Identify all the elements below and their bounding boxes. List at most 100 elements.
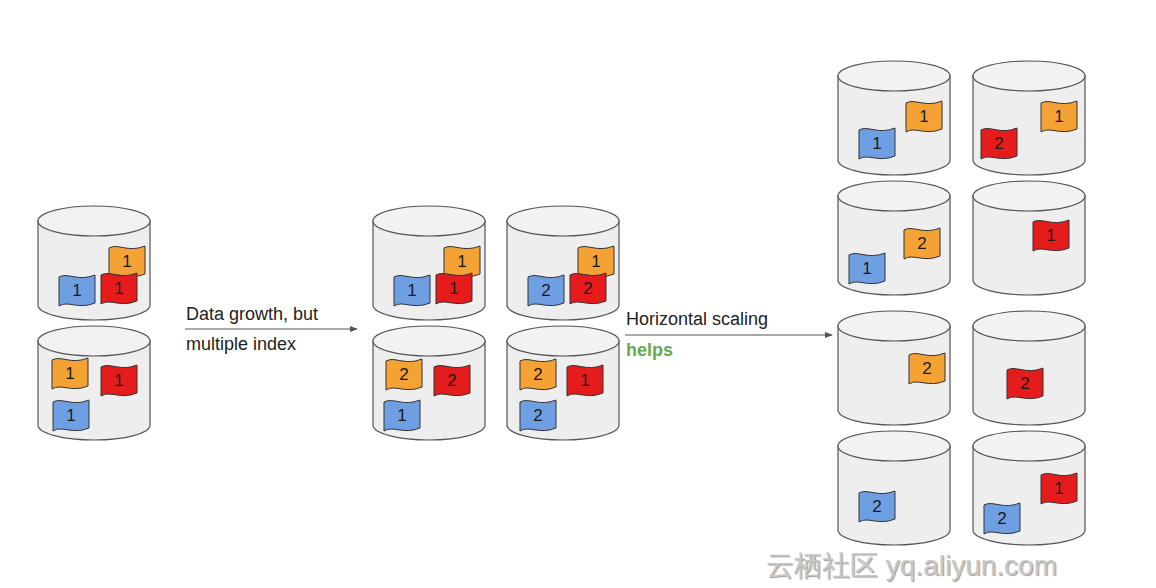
index-number: 2: [583, 280, 592, 297]
flag-outline: [101, 273, 137, 304]
flag-outline: [1033, 220, 1069, 251]
cylinder-top: [838, 311, 950, 341]
index-number: 1: [591, 253, 600, 270]
index-flag: 1: [577, 243, 615, 279]
index-flag: 1: [58, 272, 96, 308]
index-flag: 1: [51, 355, 89, 391]
index-flag: 1: [858, 125, 896, 161]
arrow-label: multiple index: [186, 334, 296, 356]
flag-outline: [1041, 473, 1077, 504]
database-cylinder: 111: [372, 205, 486, 321]
index-number: 1: [919, 108, 928, 125]
cylinder-top: [838, 181, 950, 211]
cylinder-top: [507, 206, 619, 236]
flag-outline: [859, 491, 895, 522]
flag-outline: [59, 275, 95, 306]
arrow-label: Horizontal scaling: [626, 309, 768, 331]
flag-outline: [101, 365, 137, 396]
index-flag: 1: [435, 270, 473, 306]
cylinder-top: [838, 431, 950, 461]
index-number: 1: [1054, 480, 1063, 497]
flag-outline: [849, 253, 885, 284]
index-number: 1: [122, 253, 131, 270]
flag-outline: [1007, 368, 1043, 399]
flag-outline: [53, 400, 89, 431]
flag-outline: [444, 246, 480, 277]
index-number: 2: [541, 282, 550, 299]
flag-outline: [520, 400, 556, 431]
index-flag: 2: [983, 500, 1021, 536]
flag-outline: [984, 503, 1020, 534]
index-flag: 2: [908, 350, 946, 386]
arrow-label: Data growth, but: [186, 304, 318, 326]
index-flag: 1: [905, 98, 943, 134]
index-number: 2: [399, 366, 408, 383]
index-number: 1: [397, 407, 406, 424]
index-number: 2: [917, 235, 926, 252]
index-number: 2: [997, 510, 1006, 527]
database-cylinder: 2: [837, 430, 951, 546]
database-cylinder: 11: [837, 60, 951, 176]
index-number: 2: [922, 360, 931, 377]
flag-outline: [859, 128, 895, 159]
cylinder-shape: [972, 310, 1086, 426]
index-number: 1: [872, 135, 881, 152]
index-number: 1: [114, 280, 123, 297]
arrow-label: helps: [626, 340, 673, 362]
cylinder-top: [973, 61, 1085, 91]
index-number: 1: [449, 280, 458, 297]
growth-arrow: [185, 328, 357, 329]
index-number: 1: [1054, 108, 1063, 125]
database-cylinder: 12: [972, 430, 1086, 546]
index-number: 2: [872, 498, 881, 515]
flag-outline: [52, 358, 88, 389]
index-flag: 1: [1032, 217, 1070, 253]
database-cylinder: 1 1 1: [37, 205, 151, 321]
index-number: 1: [580, 372, 589, 389]
index-number: 2: [447, 372, 456, 389]
index-number: 2: [533, 407, 542, 424]
flag-outline: [981, 128, 1017, 159]
cylinder-top: [373, 206, 485, 236]
index-flag: 1: [108, 243, 146, 279]
flag-outline: [384, 400, 420, 431]
index-flag: 2: [519, 356, 557, 392]
index-number: 1: [114, 372, 123, 389]
index-flag: 1: [100, 270, 138, 306]
scaling-arrow: [625, 334, 832, 335]
database-cylinder: 2: [837, 310, 951, 426]
flag-outline: [909, 353, 945, 384]
database-cylinder: 1: [972, 180, 1086, 296]
flag-outline: [904, 228, 940, 259]
watermark: 云栖社区 yq.aliyun.com: [766, 549, 1057, 583]
index-flag: 2: [433, 362, 471, 398]
index-flag: 1: [566, 362, 604, 398]
cylinder-top: [38, 206, 150, 236]
flag-outline: [528, 275, 564, 306]
cylinder-top: [973, 431, 1085, 461]
index-number: 2: [533, 366, 542, 383]
cylinder-top: [373, 326, 485, 356]
database-cylinder: 21: [837, 180, 951, 296]
flag-outline: [567, 365, 603, 396]
index-number: 1: [65, 365, 74, 382]
index-flag: 2: [903, 225, 941, 261]
flag-outline: [520, 359, 556, 390]
index-flag: 1: [1040, 98, 1078, 134]
index-flag: 1: [52, 397, 90, 433]
index-flag: 2: [858, 488, 896, 524]
index-number: 1: [72, 282, 81, 299]
flag-outline: [1041, 101, 1077, 132]
index-flag: 2: [1006, 365, 1044, 401]
index-flag: 1: [100, 362, 138, 398]
index-flag: 1: [393, 272, 431, 308]
index-flag: 1: [1040, 470, 1078, 506]
database-cylinder: 2 1 2: [506, 325, 620, 441]
cylinder-shape: [837, 430, 951, 546]
cylinder-top: [507, 326, 619, 356]
index-flag: 1: [383, 397, 421, 433]
flag-outline: [436, 273, 472, 304]
index-flag: 1: [848, 250, 886, 286]
cylinder-top: [838, 61, 950, 91]
flag-outline: [386, 359, 422, 390]
